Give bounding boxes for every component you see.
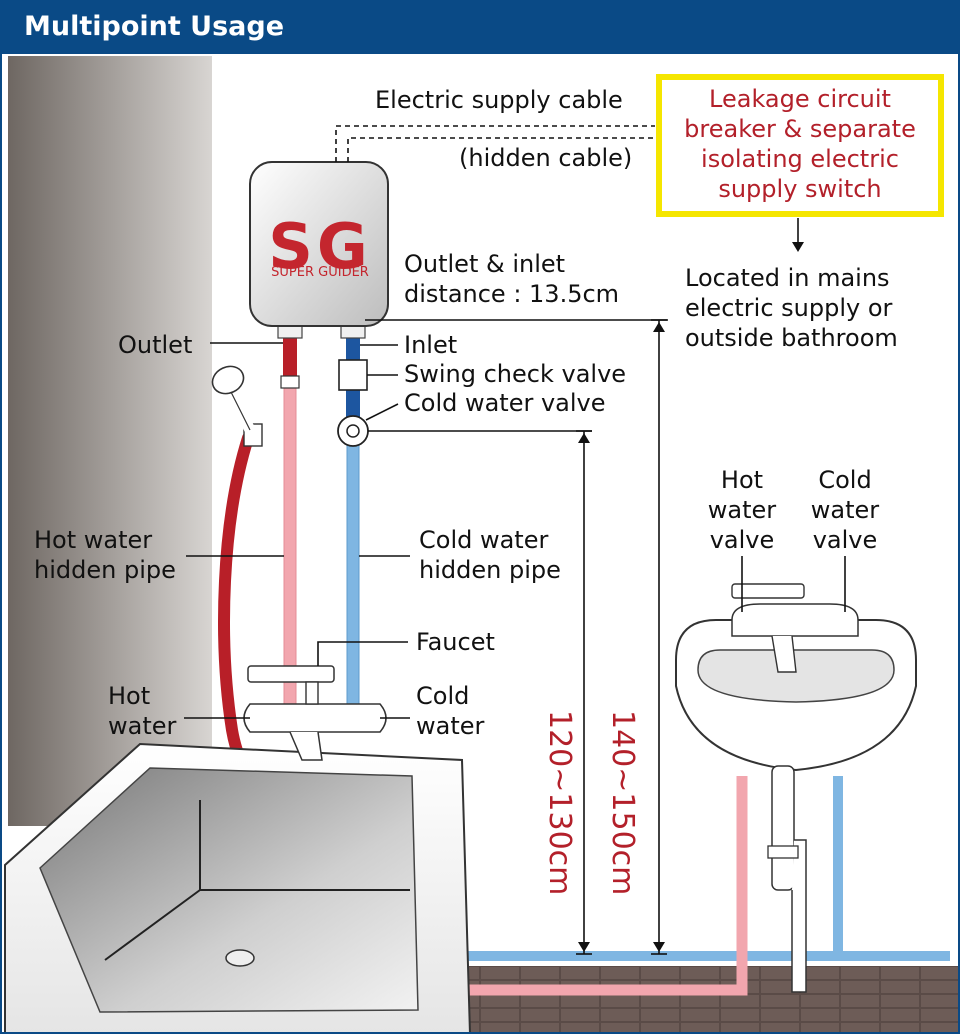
heater-height-arrow-top (653, 322, 665, 332)
basin-cold-line2: water (811, 496, 880, 524)
cold-water-hidden-pipe (346, 443, 360, 711)
cold-water-valve-center (346, 424, 360, 438)
wall-shadow (8, 56, 212, 826)
cold-water-line1: Cold (416, 682, 469, 710)
bath-faucet-lever (247, 665, 335, 683)
basin-hot-line2: water (708, 496, 777, 524)
bath-faucet-stem (305, 681, 319, 705)
floor-tiles (440, 966, 960, 1034)
swing-check-valve (338, 359, 368, 391)
cold-water-line2: water (416, 712, 485, 740)
diagram-title: Multipoint Usage (24, 11, 284, 42)
callout-arrowhead (792, 242, 804, 252)
heater-brand-mark: SG (268, 210, 372, 283)
outlet-pipe (283, 336, 297, 382)
heater-height-label: 140~150cm (605, 710, 640, 895)
outlet-connector (280, 375, 300, 389)
basin-hot-line1: Hot (721, 466, 763, 494)
cold-water-hidden-pipe-line1: Cold water (419, 526, 548, 554)
basin-cold-line3: valve (813, 526, 878, 554)
cold-water-valve-leader (365, 403, 399, 421)
basin-pipe-collar (767, 845, 799, 859)
hot-floor-pipe (450, 776, 748, 996)
callout-line3: isolating electric (701, 145, 899, 173)
basin-faucet-lever (731, 583, 805, 599)
bathtub-seam (104, 800, 410, 961)
bath-faucet-spout (289, 731, 323, 761)
heater-height-arrow-bottom (653, 942, 665, 952)
hidden-cable-2 (347, 137, 655, 162)
inlet-label: Inlet (404, 331, 457, 359)
outlet-label: Outlet (118, 331, 192, 359)
hidden-cable (335, 125, 655, 162)
washbasin-bowl (697, 649, 895, 703)
basin-drain-pipe (771, 765, 795, 891)
bath-faucet (243, 703, 387, 733)
valve-height-arrow-top (578, 433, 590, 443)
callout-box (656, 74, 944, 217)
heater-brand-name: SUPER GUIDER (271, 265, 369, 280)
hidden-cable-label: (hidden cable) (459, 144, 632, 172)
cold-water-hidden-pipe-line2: hidden pipe (419, 556, 561, 584)
valve-height-arrow-bottom (578, 942, 590, 952)
hot-water-hidden-pipe-line2: hidden pipe (34, 556, 176, 584)
hot-water-line2: water (108, 712, 177, 740)
outlet-inlet-distance-line2: distance : 13.5cm (404, 280, 619, 308)
electric-supply-cable-label: Electric supply cable (375, 86, 623, 114)
hot-water-hidden-pipe (283, 383, 297, 715)
faucet-label: Faucet (416, 628, 495, 656)
cold-water-valve-label: Cold water valve (404, 389, 606, 417)
header-bar (0, 0, 960, 54)
basin-trap (791, 839, 807, 993)
basin-hot-line3: valve (710, 526, 775, 554)
faucet-leader (317, 641, 408, 666)
water-heater (249, 161, 389, 327)
located-line2: electric supply or (685, 294, 893, 322)
callout-line4: supply switch (718, 175, 881, 203)
basin-faucet-spout (771, 635, 797, 673)
callout-line2: breaker & separate (684, 115, 916, 143)
valve-height-label: 120~130cm (542, 710, 577, 895)
swing-check-valve-label: Swing check valve (404, 360, 626, 388)
basin-faucet (731, 603, 859, 637)
shower-head (211, 365, 245, 395)
basin-cold-line1: Cold (818, 466, 871, 494)
located-line3: outside bathroom (685, 324, 898, 352)
outlet-inlet-distance-line1: Outlet & inlet (404, 250, 565, 278)
hot-water-line1: Hot (108, 682, 150, 710)
callout-line1: Leakage circuit (709, 85, 891, 113)
located-line1: Located in mains (685, 264, 890, 292)
bathtub-drain (225, 949, 255, 967)
hot-water-hidden-pipe-line1: Hot water (34, 526, 152, 554)
